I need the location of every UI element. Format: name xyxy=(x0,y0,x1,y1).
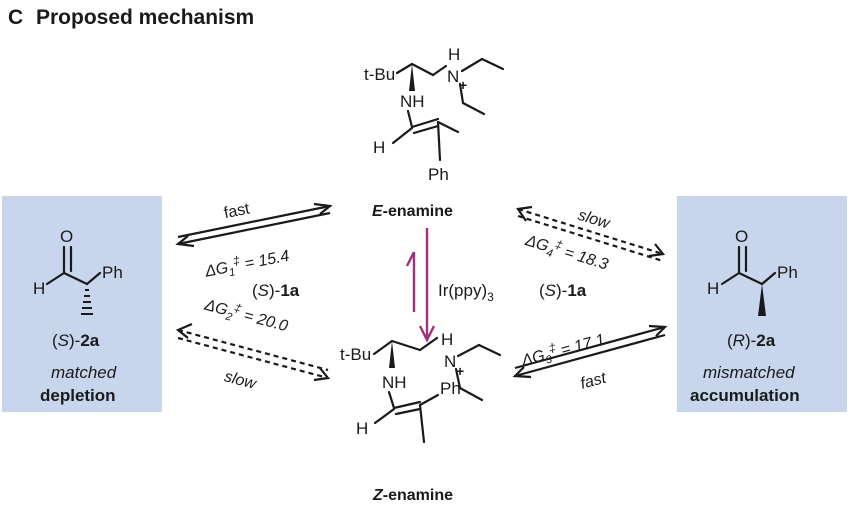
accumulation-label: accumulation xyxy=(690,386,800,405)
s-2a-h-label: H xyxy=(33,279,45,298)
top-right-equilibrium-arrow xyxy=(516,205,666,263)
e-enamine-structure: t-Bu H N + NH H Ph xyxy=(364,45,505,184)
panel-letter: C xyxy=(8,6,23,29)
top-left-equilibrium-arrow xyxy=(175,202,333,248)
z-ph-label: Ph xyxy=(440,379,461,398)
e-tbu-label: t-Bu xyxy=(364,65,395,84)
s-2a-o-label: O xyxy=(60,227,73,246)
z-charge-label: + xyxy=(456,363,464,379)
e-charge-label: + xyxy=(459,77,467,93)
z-enamine-label: Z-enamine xyxy=(372,487,453,504)
bottom-left-equilibrium-arrow xyxy=(175,322,331,382)
bottom-right-rate-label: fast xyxy=(579,370,609,393)
top-left-rate-label: fast xyxy=(223,200,252,222)
top-right-dg-label: ΔG4‡ = 18.3 xyxy=(522,228,612,276)
bottom-right-dg-label: ΔG3‡ = 17.1 xyxy=(518,327,608,373)
s-2a-label: (S)-2a xyxy=(52,331,100,350)
s-2a-ph-label: Ph xyxy=(102,263,123,282)
r-2a-h-label: H xyxy=(707,279,719,298)
bottom-left-rate-label: slow xyxy=(222,368,259,393)
z-tbu-label: t-Bu xyxy=(340,345,371,364)
e-enamine-label: E-enamine xyxy=(372,203,453,220)
e-nh-label: NH xyxy=(400,92,425,111)
photocatalyst-label: Ir(ppy)3 xyxy=(438,281,494,304)
z-vinyl-h-label: H xyxy=(356,419,368,438)
mismatched-label: mismatched xyxy=(703,363,795,382)
bottom-right-equilibrium-arrow xyxy=(512,324,668,379)
matched-label: matched xyxy=(51,363,117,382)
z-n-label: N xyxy=(444,352,456,371)
panel-title: Proposed mechanism xyxy=(36,6,254,29)
r-2a-label: (R)-2a xyxy=(727,331,776,350)
top-left-dg-label: ΔG1‡ = 15.4 xyxy=(202,244,291,284)
depletion-label: depletion xyxy=(40,386,116,405)
r-2a-ph-label: Ph xyxy=(777,263,798,282)
catalyst-right-label: (S)-1a xyxy=(539,281,587,300)
s-2a-structure: O H Ph xyxy=(33,227,123,315)
r-2a-structure: O H Ph xyxy=(707,227,798,316)
e-vinyl-h-label: H xyxy=(373,138,385,157)
matched-box xyxy=(2,196,162,412)
e-n-label: N xyxy=(447,67,459,86)
e-ph-label: Ph xyxy=(428,165,449,184)
r-2a-o-label: O xyxy=(735,227,748,246)
photoisomerization-arrows xyxy=(405,228,436,343)
e-n-h-label: H xyxy=(448,45,460,64)
catalyst-left-label: (S)-1a xyxy=(252,281,300,300)
z-nh-label: NH xyxy=(382,373,407,392)
z-n-h-label: H xyxy=(441,330,453,349)
z-enamine-structure: t-Bu H N + NH H Ph xyxy=(340,330,502,444)
